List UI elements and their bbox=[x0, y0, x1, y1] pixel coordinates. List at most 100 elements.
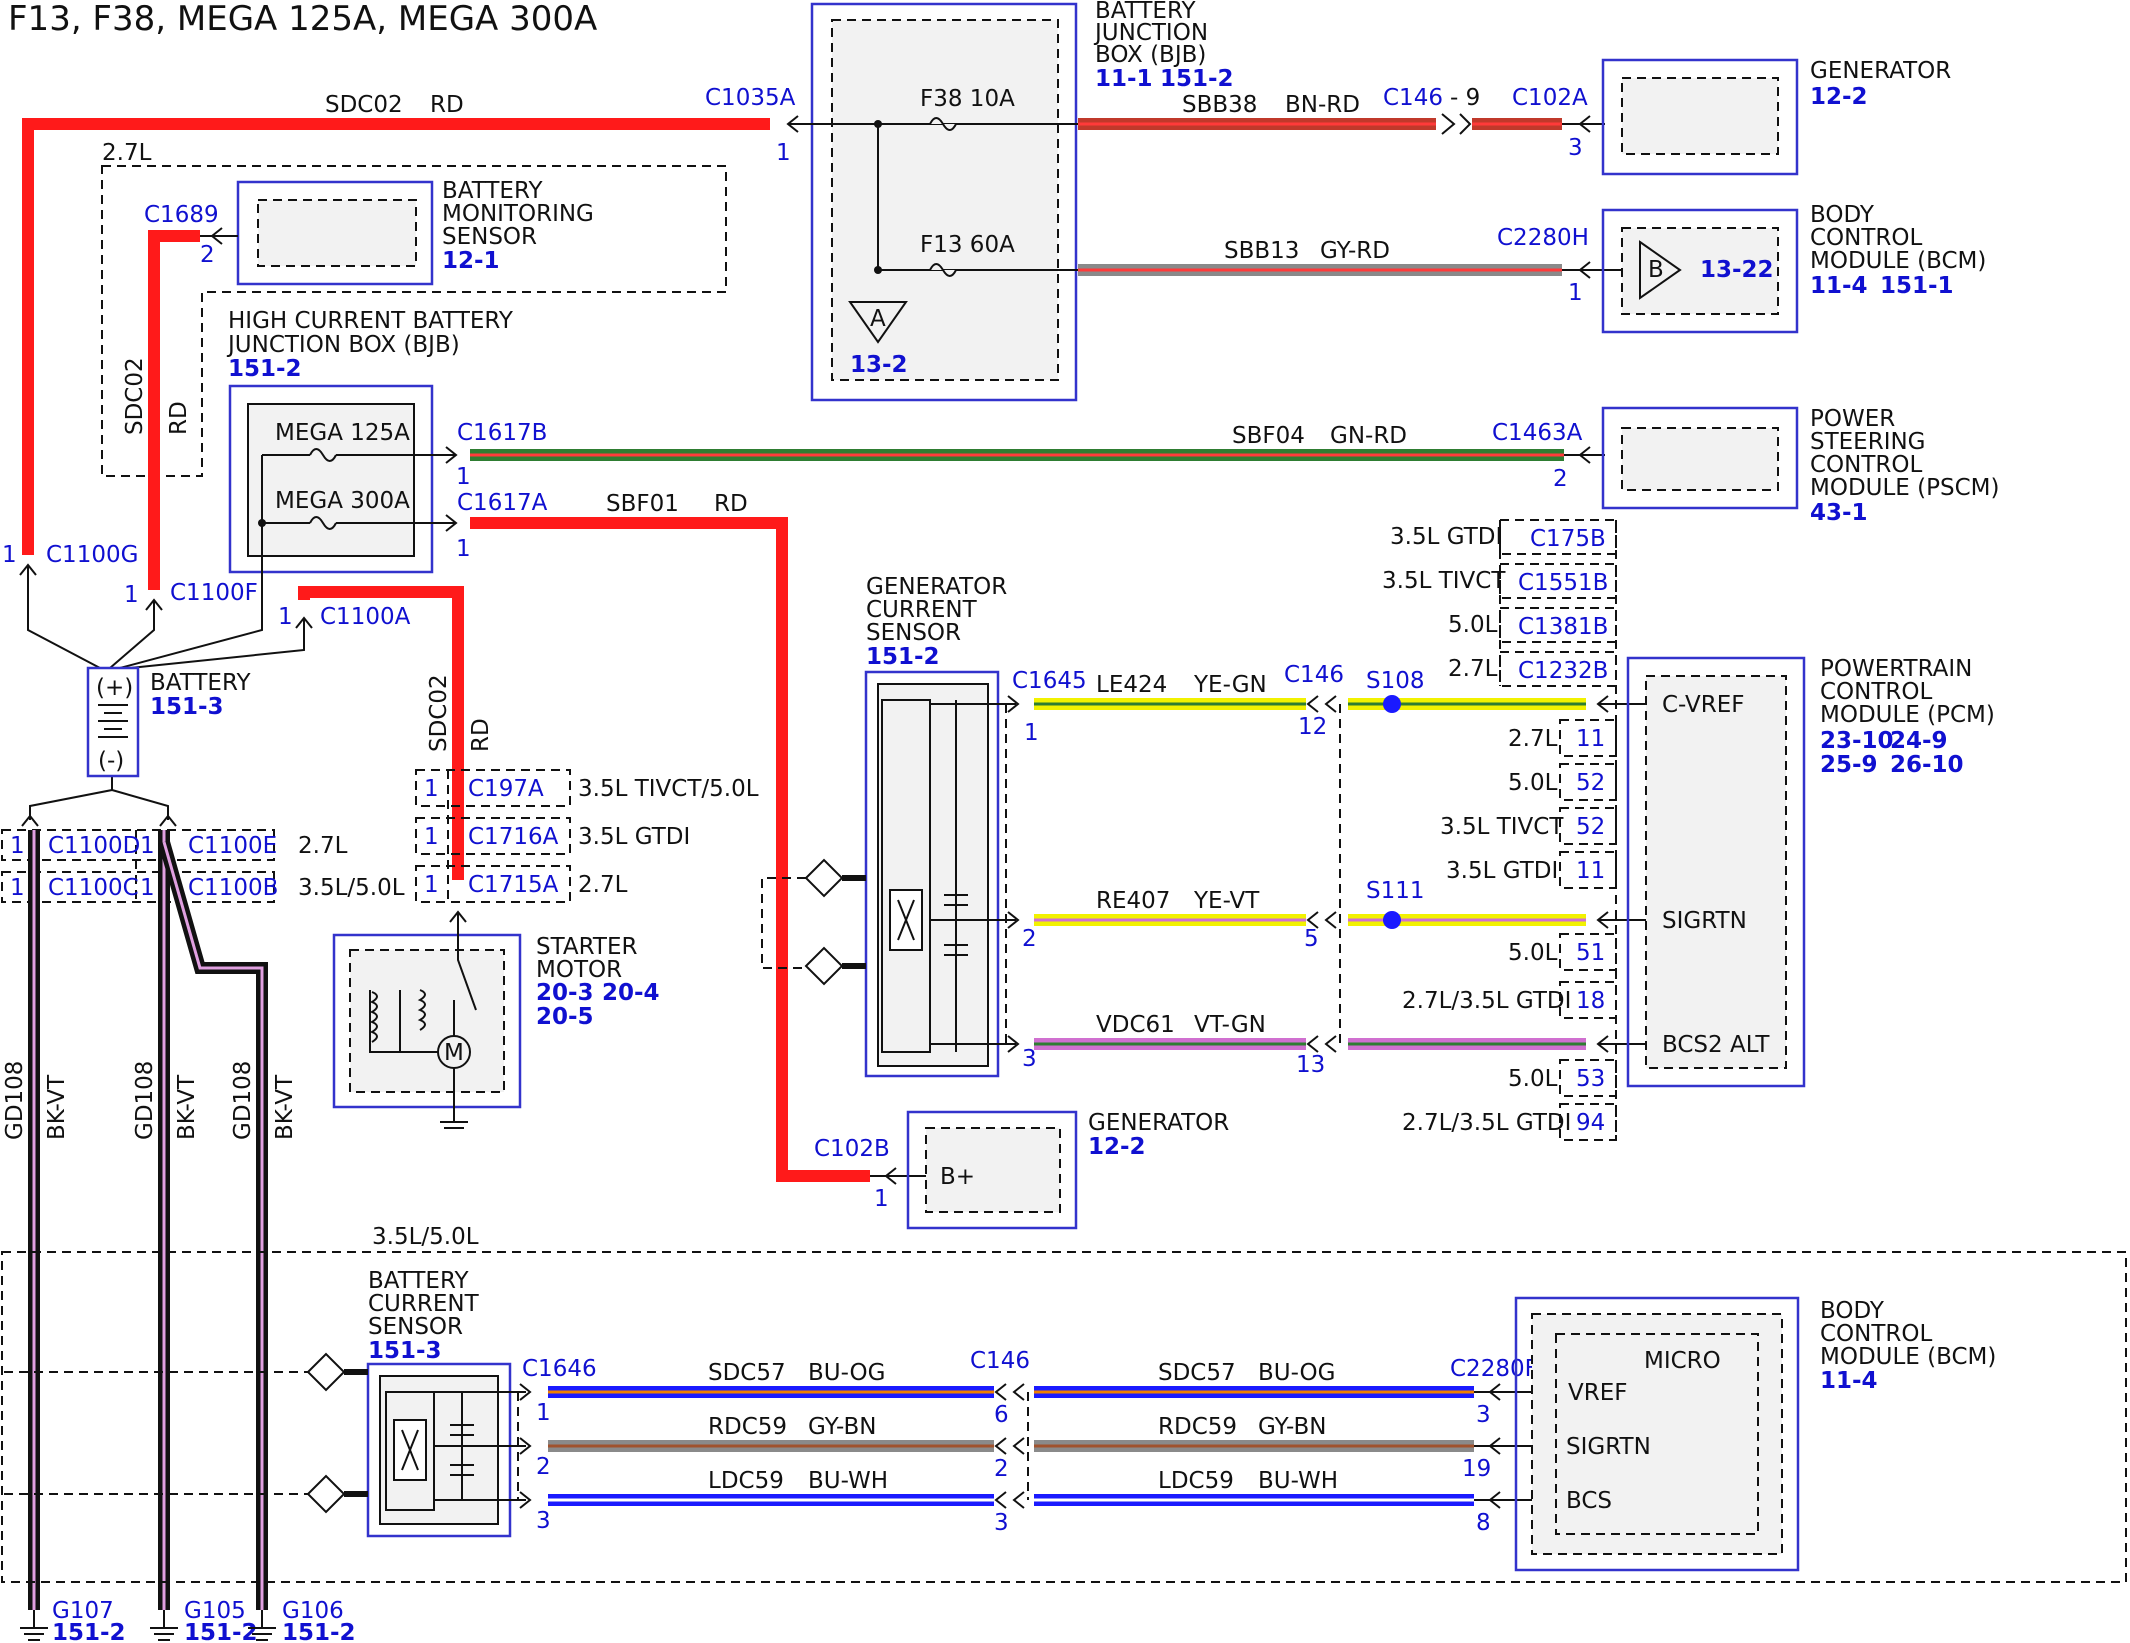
svg-text:MODULE (PSCM): MODULE (PSCM) bbox=[1810, 475, 1999, 501]
svg-text:23-10: 23-10 bbox=[1820, 728, 1894, 754]
svg-text:MEGA 300A: MEGA 300A bbox=[275, 488, 410, 514]
fuse-icon bbox=[929, 117, 957, 131]
svg-text:C1100A: C1100A bbox=[320, 604, 411, 630]
wire-ldc59: LDC59 BU-WH LDC59 BU-WH bbox=[548, 1468, 1474, 1506]
generator-top: GENERATOR 12-2 bbox=[1601, 58, 1951, 176]
svg-text:CONTROL: CONTROL bbox=[1810, 225, 1923, 251]
svg-text:C175B: C175B bbox=[1530, 526, 1606, 552]
svg-text:POWER: POWER bbox=[1810, 406, 1895, 432]
bms-option-region: 2.7L bbox=[101, 140, 727, 477]
triangle-marker-icon bbox=[848, 301, 908, 344]
svg-text:MODULE (BCM): MODULE (BCM) bbox=[1810, 248, 1986, 274]
svg-text:BU-WH: BU-WH bbox=[808, 1468, 888, 1494]
battery: (+) (-) BATTERY 151-3 bbox=[86, 666, 251, 778]
svg-text:MONITORING: MONITORING bbox=[442, 201, 594, 227]
svg-text:BU-OG: BU-OG bbox=[1258, 1360, 1335, 1386]
svg-text:2.7L: 2.7L bbox=[298, 833, 348, 859]
svg-text:BATTERY: BATTERY bbox=[150, 670, 251, 696]
svg-text:SBF01: SBF01 bbox=[606, 491, 679, 517]
svg-text:1: 1 bbox=[10, 833, 25, 859]
svg-text:3.5L GTDI: 3.5L GTDI bbox=[1446, 858, 1558, 884]
wire-sdc02-starter: 1 C1100A SDC02 RD bbox=[278, 586, 494, 880]
svg-text:SENSOR: SENSOR bbox=[866, 620, 961, 646]
svg-text:2.7L: 2.7L bbox=[1508, 726, 1558, 752]
svg-text:94: 94 bbox=[1576, 1110, 1605, 1136]
pcm: C-VREF SIGRTN BCS2 ALT POWERTRAIN CONTRO… bbox=[1626, 656, 1995, 1088]
svg-text:3.5L/5.0L: 3.5L/5.0L bbox=[298, 875, 405, 901]
svg-text:C1100E: C1100E bbox=[188, 833, 277, 859]
svg-text:5: 5 bbox=[1304, 926, 1319, 952]
svg-text:SIGRTN: SIGRTN bbox=[1566, 1434, 1651, 1460]
connector-c1035a: C1035A 1 bbox=[705, 85, 799, 166]
svg-text:LDC59: LDC59 bbox=[1158, 1468, 1234, 1494]
svg-text:8: 8 bbox=[1476, 1510, 1491, 1536]
svg-text:C1646: C1646 bbox=[522, 1356, 597, 1382]
svg-text:3.5L TIVCT: 3.5L TIVCT bbox=[1382, 568, 1506, 594]
svg-text:STEERING: STEERING bbox=[1810, 429, 1926, 455]
svg-text:VDC61: VDC61 bbox=[1096, 1012, 1175, 1038]
svg-text:3.5L TIVCT/5.0L: 3.5L TIVCT/5.0L bbox=[578, 776, 759, 802]
svg-text:13: 13 bbox=[1296, 1052, 1325, 1078]
svg-text:BCS2 ALT: BCS2 ALT bbox=[1662, 1032, 1770, 1058]
svg-text:C197A: C197A bbox=[468, 776, 544, 802]
svg-text:151-2: 151-2 bbox=[1160, 66, 1234, 92]
svg-text:11: 11 bbox=[1576, 858, 1605, 884]
svg-text:CURRENT: CURRENT bbox=[866, 597, 978, 623]
svg-text:BODY: BODY bbox=[1810, 202, 1875, 228]
svg-text:151-2: 151-2 bbox=[52, 1620, 126, 1643]
svg-text:B+: B+ bbox=[940, 1164, 975, 1190]
svg-text:GN-RD: GN-RD bbox=[1330, 423, 1407, 449]
connector-c1100f: 1 C1100F bbox=[124, 580, 258, 611]
svg-text:1: 1 bbox=[456, 536, 471, 562]
svg-text:C146: C146 bbox=[1383, 85, 1443, 111]
svg-text:52: 52 bbox=[1576, 770, 1605, 796]
svg-text:S108: S108 bbox=[1366, 668, 1425, 694]
svg-text:G105: G105 bbox=[184, 1598, 246, 1624]
ground-icon bbox=[150, 1610, 178, 1641]
svg-text:12-1: 12-1 bbox=[442, 248, 500, 274]
svg-text:3: 3 bbox=[1568, 135, 1583, 161]
svg-text:YE-GN: YE-GN bbox=[1193, 672, 1267, 698]
svg-text:151-2: 151-2 bbox=[282, 1620, 356, 1643]
svg-text:1: 1 bbox=[456, 464, 471, 490]
svg-text:1: 1 bbox=[776, 140, 791, 166]
svg-text:- 9: - 9 bbox=[1450, 85, 1480, 111]
svg-text:2: 2 bbox=[1553, 466, 1568, 492]
connector-c146-mid: C146 12 5 13 bbox=[1284, 662, 1344, 1078]
svg-text:20-4: 20-4 bbox=[602, 980, 660, 1006]
svg-text:1: 1 bbox=[424, 776, 439, 802]
ground-icon bbox=[248, 1610, 276, 1641]
svg-text:13-2: 13-2 bbox=[850, 352, 908, 378]
generator-current-sensor: GENERATOR CURRENT SENSOR 151-2 bbox=[761, 574, 1016, 1078]
svg-text:F13 60A: F13 60A bbox=[920, 232, 1015, 258]
svg-text:C146: C146 bbox=[970, 1348, 1030, 1374]
bcm-bottom: MICRO VREF SIGRTN BCS BODY CONTROL MODUL… bbox=[1514, 1296, 1996, 1572]
triangle-marker-icon bbox=[1639, 240, 1682, 300]
high-current-bjb: HIGH CURRENT BATTERY JUNCTION BOX (BJB) … bbox=[226, 308, 514, 574]
svg-text:VT-GN: VT-GN bbox=[1194, 1012, 1266, 1038]
svg-text:6: 6 bbox=[994, 1402, 1009, 1428]
svg-text:BCS: BCS bbox=[1566, 1488, 1612, 1514]
svg-text:25-9: 25-9 bbox=[1820, 752, 1878, 778]
svg-text:RD: RD bbox=[468, 718, 494, 752]
svg-text:C1100F: C1100F bbox=[170, 580, 258, 606]
svg-text:C1100G: C1100G bbox=[46, 542, 138, 568]
svg-text:2: 2 bbox=[994, 1456, 1009, 1482]
svg-text:CURRENT: CURRENT bbox=[368, 1291, 480, 1317]
svg-text:C102B: C102B bbox=[814, 1136, 890, 1162]
svg-text:3: 3 bbox=[1476, 1402, 1491, 1428]
svg-text:C1035A: C1035A bbox=[705, 85, 796, 111]
wire-re407: RE407 YE-VT bbox=[1034, 888, 1586, 926]
svg-text:MODULE (PCM): MODULE (PCM) bbox=[1820, 702, 1995, 728]
svg-text:C1232B: C1232B bbox=[1518, 658, 1608, 684]
svg-text:LE424: LE424 bbox=[1096, 672, 1167, 698]
battery-monitoring-sensor: BATTERY MONITORING SENSOR 12-1 bbox=[236, 178, 594, 286]
ground-wires: GD108 BK-VT GD108 BK-VT GD108 BK-VT bbox=[2, 830, 298, 1610]
ground-g107: G107 151-2 bbox=[20, 1598, 126, 1643]
battery-leads bbox=[21, 530, 305, 827]
svg-text:51: 51 bbox=[1576, 940, 1605, 966]
svg-text:GY-BN: GY-BN bbox=[1258, 1414, 1326, 1440]
svg-text:151-3: 151-3 bbox=[368, 1338, 442, 1364]
svg-text:C1381B: C1381B bbox=[1518, 614, 1608, 640]
